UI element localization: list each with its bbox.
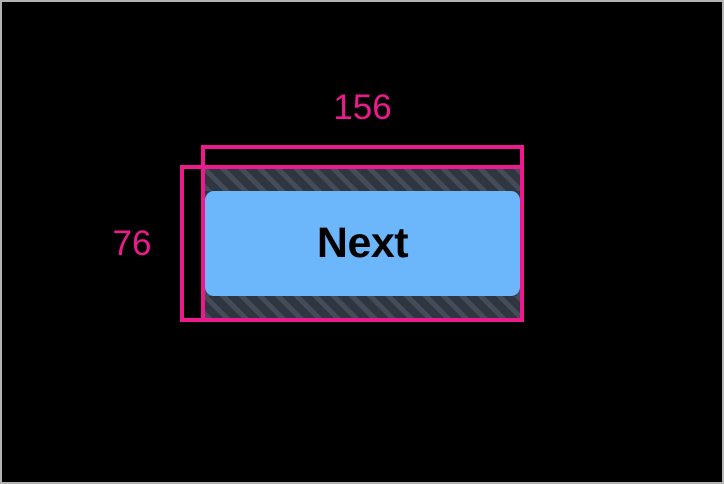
height-dimension-caliper — [180, 165, 201, 322]
height-dimension-tick-top — [180, 165, 201, 169]
width-dimension-label: 156 — [333, 88, 392, 127]
widget-padding-stack: Next — [205, 169, 520, 318]
height-dimension-label: 76 — [112, 224, 152, 263]
height-dimension-line — [180, 165, 184, 322]
height-dimension-tick-bottom — [180, 318, 201, 322]
padding-hatch-bottom — [205, 296, 520, 318]
next-button-label: Next — [316, 219, 409, 267]
width-dimension-tick-left — [201, 145, 205, 165]
width-dimension-tick-right — [520, 145, 524, 165]
next-button[interactable]: Next — [205, 191, 520, 296]
selection-bounding-box[interactable]: Next — [201, 165, 524, 322]
width-dimension-caliper — [201, 145, 524, 165]
width-dimension-line — [201, 145, 524, 149]
button-content-area: Next — [205, 191, 520, 296]
padding-hatch-top — [205, 169, 520, 191]
